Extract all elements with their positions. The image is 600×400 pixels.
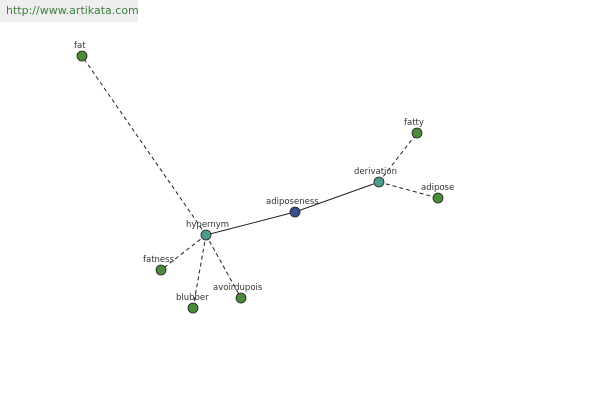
node-center-adiposeness[interactable]: adiposeness [266,197,319,218]
relation-node-label: hypernym [186,220,229,230]
node-leaf-avoirdupois[interactable]: avoirdupois [213,283,263,304]
edge-hypernym-fatness [160,234,207,271]
node-leaf-adipose[interactable]: adipose [421,183,454,204]
node-relation-hypernym[interactable]: hypernym [186,220,229,241]
edge-hypernym-adiposeness [205,211,296,236]
leaf-node-label: fatness [143,255,175,265]
node-relation-derivation[interactable]: derivation [354,167,397,188]
leaf-node-label: blubber [176,293,209,303]
node-leaf-fatness[interactable]: fatness [143,255,175,276]
edge-hypernym-blubber [192,234,207,309]
node-leaf-fat[interactable]: fat [74,41,88,62]
leaf-node-marker[interactable] [235,292,247,304]
leaf-node-marker[interactable] [432,192,444,204]
leaf-node-marker[interactable] [411,127,423,139]
edge-derivation-adipose [378,181,439,199]
leaf-node-label: avoirdupois [213,283,263,293]
leaf-node-marker[interactable] [155,264,167,276]
leaf-node-label: fatty [404,118,424,128]
leaf-node-label: adipose [421,183,454,193]
node-leaf-fatty[interactable]: fatty [404,118,424,139]
edge-hypernym-fat [81,55,207,236]
leaf-node-marker[interactable] [187,302,199,314]
leaf-node-label: fat [74,41,86,51]
edge-adiposeness-derivation [294,181,380,213]
leaf-node-marker[interactable] [76,50,88,62]
relation-node-marker[interactable] [373,176,385,188]
center-node-label: adiposeness [266,197,319,207]
edges [81,55,439,309]
node-leaf-blubber[interactable]: blubber [176,293,209,314]
relation-node-marker[interactable] [200,229,212,241]
nodes: adiposeness hypernym derivation fat fatn… [74,41,454,314]
center-node-marker[interactable] [289,206,301,218]
site-url-banner[interactable]: http://www.artikata.com [0,0,139,22]
edge-derivation-fatty [378,132,418,183]
relation-node-label: derivation [354,167,397,177]
edge-hypernym-avoirdupois [205,234,242,299]
